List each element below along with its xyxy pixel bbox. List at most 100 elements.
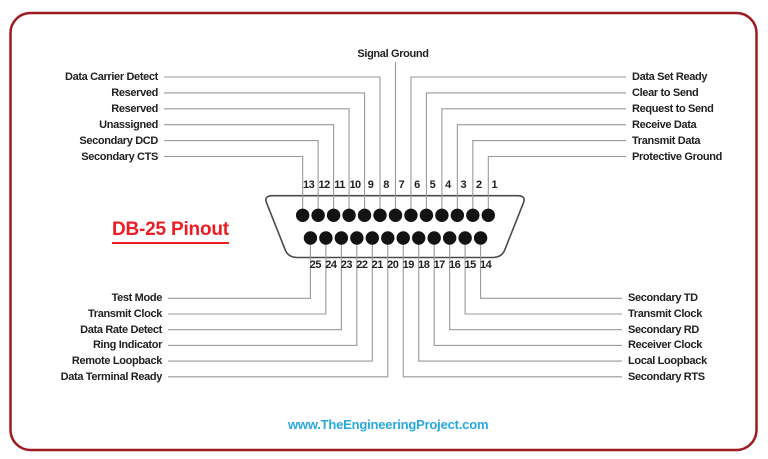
pin-2-dot	[466, 208, 480, 222]
pin-number-20: 20	[387, 259, 399, 271]
pin-18-dot	[412, 231, 426, 245]
pin-number-22: 22	[356, 259, 368, 271]
pin-17-dot	[427, 231, 441, 245]
pin-6-dot	[404, 208, 418, 222]
pin-number-24: 24	[325, 259, 337, 271]
leader-line	[168, 238, 342, 331]
pin-17-label: Receiver Clock	[628, 339, 702, 352]
pin-22-dot	[350, 231, 364, 245]
pin-23-dot	[334, 231, 349, 245]
pin-24-dot	[319, 231, 333, 245]
pin-11-label: Unassigned	[99, 118, 158, 131]
pin-5-label: Clear to Send	[632, 86, 699, 99]
pin-number-13: 13	[303, 179, 315, 191]
pin-2-label: Transmit Data	[632, 134, 701, 147]
pin-8-dot	[373, 208, 387, 222]
leader-line	[164, 92, 366, 216]
leader-line	[168, 238, 389, 378]
pin-19-dot	[396, 231, 410, 245]
leader-line	[480, 238, 622, 299]
pin-number-23: 23	[340, 259, 353, 271]
leader-line	[402, 238, 622, 378]
frame-border	[9, 11, 758, 452]
pin-number-1: 1	[491, 179, 498, 191]
leader-line	[164, 155, 304, 216]
pin-18-label: Local Loopback	[628, 355, 707, 368]
website-url-text: www.TheEngineeringProject.com	[288, 417, 489, 432]
leader-line	[449, 238, 622, 331]
pin-number-15: 15	[464, 259, 477, 271]
pin-number-21: 21	[371, 259, 384, 271]
pin-8-label: Data Carrier Detect	[64, 71, 158, 83]
pin-10-label: Reserved	[111, 102, 158, 115]
pin-1-dot	[481, 208, 495, 222]
pin-number-2: 2	[476, 179, 482, 191]
pin-10-dot	[342, 208, 356, 222]
diagram-title: DB-25 Pinout	[112, 219, 229, 244]
pin-14-label: Secondary TD	[628, 292, 698, 305]
leader-line	[425, 92, 626, 216]
pin-9-dot	[357, 208, 372, 222]
pin-21-dot	[365, 231, 380, 245]
pin-15-label: Transmit Clock	[628, 308, 702, 320]
pin-number-25: 25	[309, 259, 322, 271]
pin-number-19: 19	[402, 259, 415, 271]
pin-7-dot	[388, 208, 403, 222]
pin-19-label: Secondary RTS	[628, 370, 705, 383]
pin-number-6: 6	[414, 179, 420, 191]
pin-16-label: Secondary RD	[628, 323, 699, 336]
leader-line	[164, 108, 350, 216]
leader-line	[164, 76, 381, 216]
pin-16-dot	[442, 231, 457, 245]
pin-11-dot	[326, 208, 341, 222]
pin-25-dot	[303, 231, 318, 245]
pin-9-label: Reserved	[111, 86, 158, 99]
pin-number-4: 4	[445, 179, 451, 191]
pin-number-18: 18	[418, 259, 430, 271]
pin-12-label: Secondary DCD	[79, 134, 158, 147]
leader-line	[456, 124, 626, 216]
leader-line	[164, 140, 319, 216]
pin-15-dot	[458, 231, 472, 245]
leader-line	[168, 238, 327, 315]
leader-line	[410, 76, 626, 216]
pin-number-9: 9	[367, 179, 374, 191]
pin-3-label: Receive Data	[632, 118, 697, 131]
pin-25-label: Test Mode	[111, 292, 163, 305]
pin-20-label: Data Terminal Ready	[60, 370, 163, 383]
pin-7-label: Signal Ground	[357, 48, 429, 60]
leader-line	[164, 124, 335, 216]
leader-line	[441, 108, 626, 216]
pin-number-3: 3	[460, 179, 467, 191]
pin-13-dot	[295, 208, 310, 222]
pin-number-8: 8	[383, 179, 389, 191]
pin-24-label: Transmit Clock	[88, 308, 162, 320]
pin-22-label: Ring Indicator	[92, 339, 162, 352]
pin-number-12: 12	[318, 179, 331, 191]
pin-4-label: Request to Send	[632, 102, 714, 115]
pin-number-11: 11	[334, 179, 345, 191]
pin-20-dot	[381, 231, 395, 245]
leader-line	[418, 238, 622, 362]
leader-line	[168, 238, 373, 362]
pin-number-14: 14	[479, 259, 492, 271]
pin-number-16: 16	[449, 259, 461, 271]
leader-line	[168, 238, 311, 299]
leader-line	[168, 238, 358, 346]
pin-13-label: Secondary CTS	[81, 150, 158, 163]
pin-number-5: 5	[429, 179, 436, 191]
pin-12-dot	[311, 208, 325, 222]
pin-4-dot	[435, 208, 449, 222]
pin-number-17: 17	[433, 259, 446, 271]
leader-line	[433, 238, 622, 346]
pin-6-label: Data Set Ready	[632, 71, 708, 83]
pin-number-7: 7	[398, 179, 405, 191]
leader-line	[487, 155, 626, 216]
leader-line	[464, 238, 622, 315]
pin-14-dot	[473, 231, 488, 245]
pin-number-10: 10	[349, 179, 361, 191]
leader-line	[472, 140, 626, 216]
pin-1-label: Protective Ground	[632, 150, 723, 163]
